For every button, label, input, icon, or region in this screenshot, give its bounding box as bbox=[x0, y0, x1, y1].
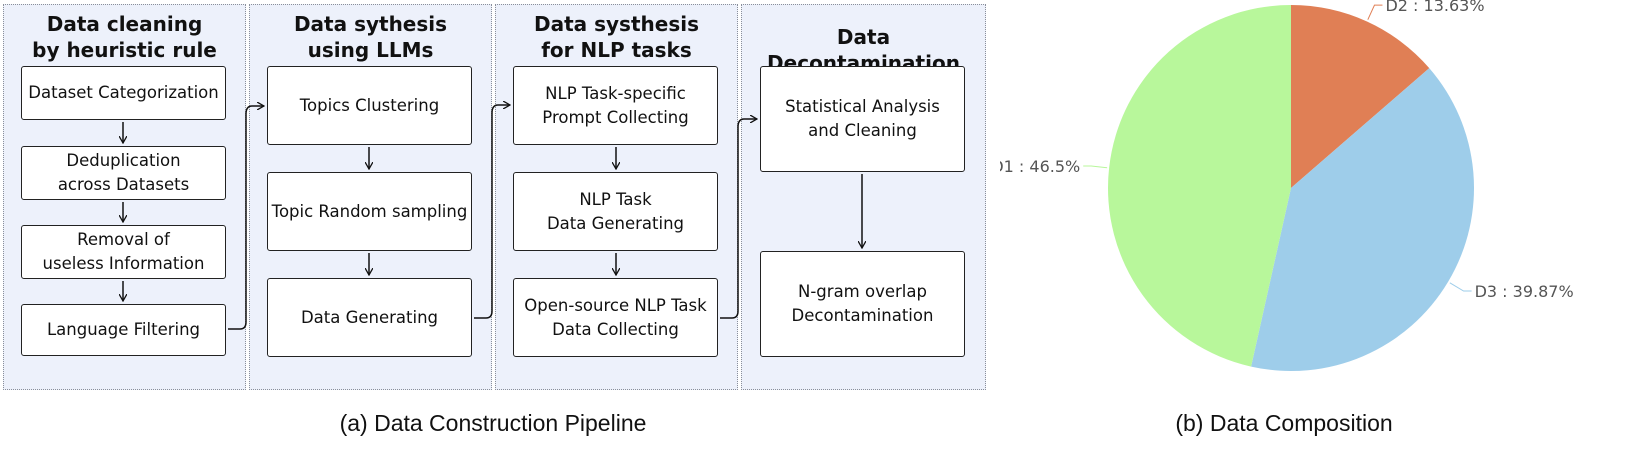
step-topic-random-sampling: Topic Random sampling bbox=[267, 172, 472, 251]
pie-slice-d2 bbox=[1291, 5, 1430, 188]
pie-slice-d1 bbox=[1108, 5, 1291, 367]
step-topics-clustering: Topics Clustering bbox=[267, 66, 472, 145]
pie-label-d2: D2 : 13.63% bbox=[1385, 0, 1484, 15]
pie-slice-d3 bbox=[1251, 68, 1474, 371]
pie-label-d1: D1 : 46.5% bbox=[1000, 157, 1080, 176]
stage-title-1: Data cleaning by heuristic rule bbox=[32, 12, 217, 62]
composition-pie-chart: D2 : 13.63% D3 : 39.87% D1 : 46.5% bbox=[1000, 0, 1574, 371]
step-data-generating: Data Generating bbox=[267, 278, 472, 357]
pie-leader-d1 bbox=[1083, 165, 1108, 169]
pie-label-d3: D3 : 39.87% bbox=[1475, 282, 1574, 301]
pipeline-diagram: Data cleaning by heuristic rule Data syt… bbox=[3, 4, 986, 390]
composition-caption: (b) Data Composition bbox=[1175, 410, 1393, 436]
stage-title-2: Data sythesis using LLMs bbox=[293, 12, 448, 62]
step-language-filtering: Language Filtering bbox=[21, 304, 226, 356]
pipeline-caption: (a) Data Construction Pipeline bbox=[339, 410, 647, 436]
pie-leader-d3 bbox=[1449, 282, 1472, 292]
stage-title-3: Data systhesis for NLP tasks bbox=[534, 12, 699, 62]
pie-leader-d2 bbox=[1367, 4, 1383, 20]
step-dataset-categorization: Dataset Categorization bbox=[21, 66, 226, 120]
